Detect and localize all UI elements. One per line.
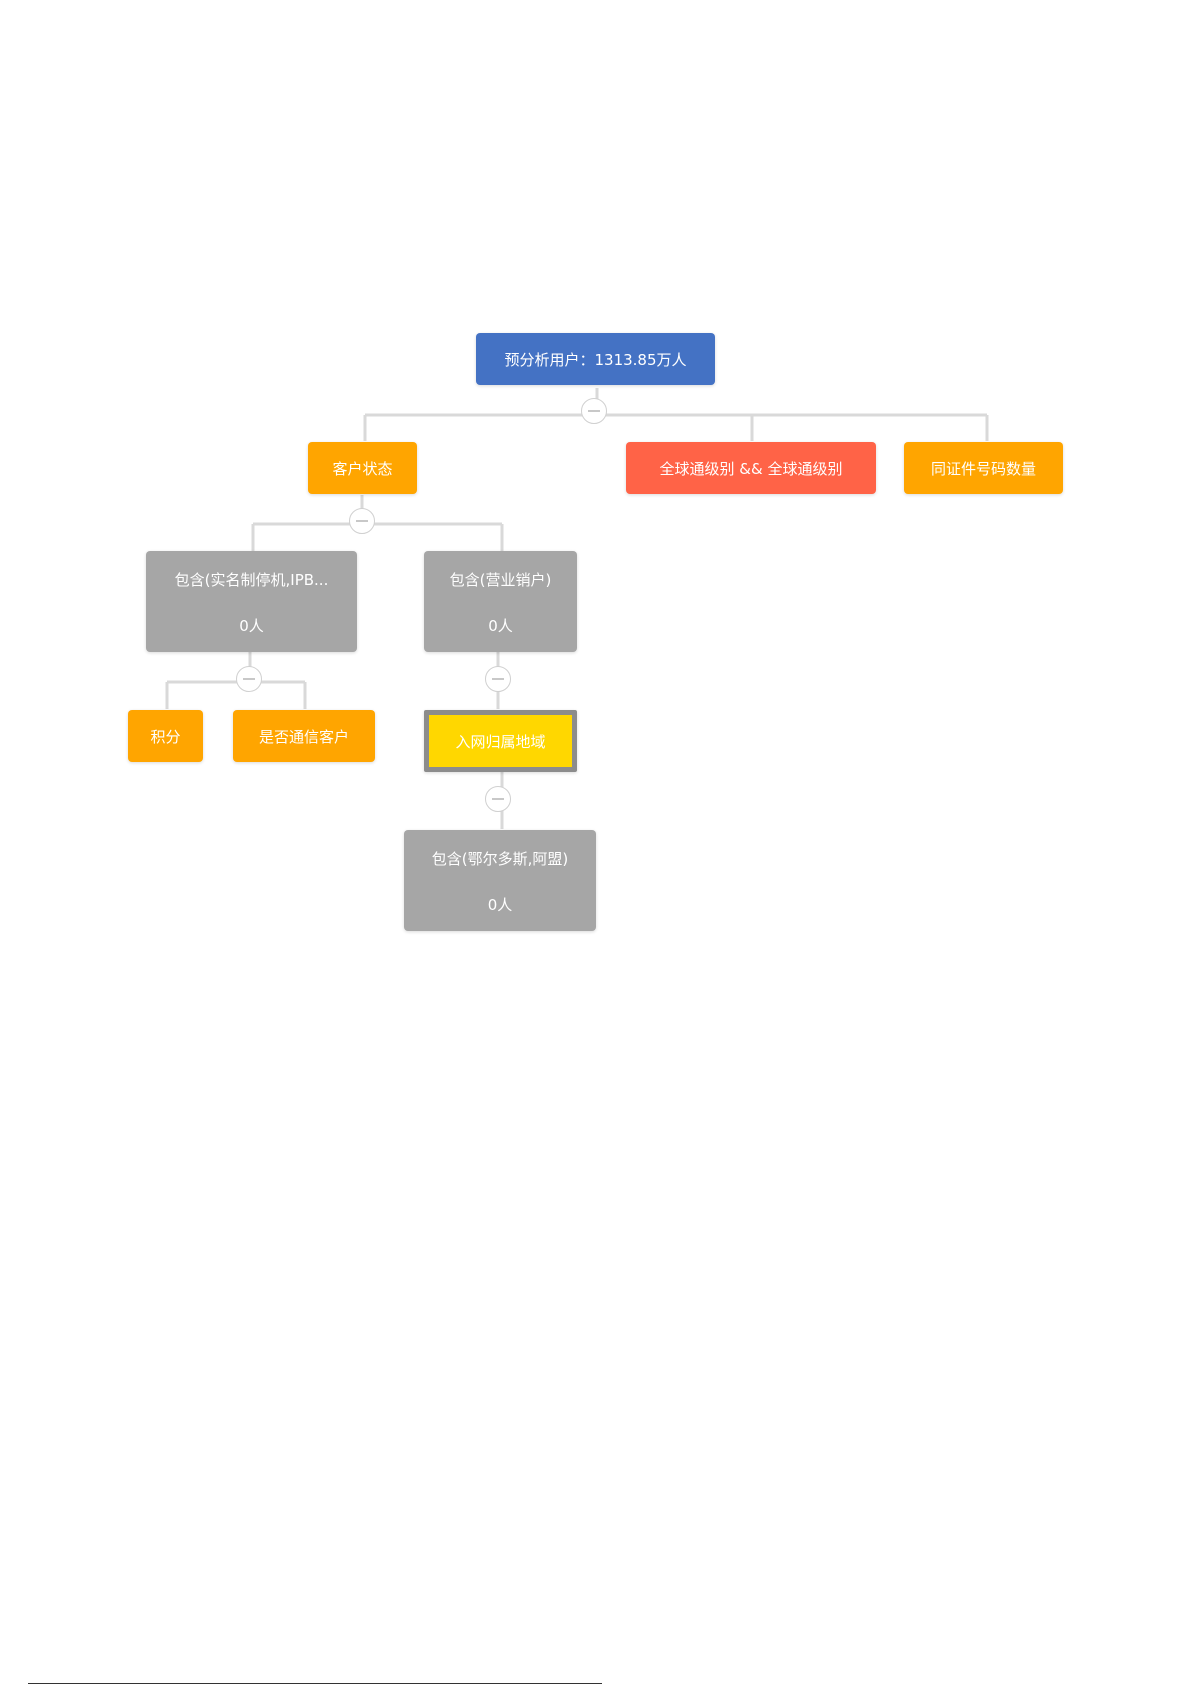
collapse-root-button[interactable] bbox=[581, 398, 607, 424]
node-contains-business-label: 包含(营业销户) bbox=[450, 569, 552, 590]
collapse-network-region-button[interactable] bbox=[485, 786, 511, 812]
minus-circle-icon bbox=[356, 520, 368, 522]
node-network-region-label: 入网归属地域 bbox=[455, 731, 545, 752]
connector-root-children bbox=[365, 388, 987, 441]
collapse-customer-status-button[interactable] bbox=[349, 508, 375, 534]
node-customer-status-label: 客户状态 bbox=[332, 458, 392, 479]
root-node[interactable]: 预分析用户：1313.85万人 bbox=[476, 333, 715, 385]
root-node-label: 预分析用户：1313.85万人 bbox=[504, 349, 686, 370]
collapse-business-button[interactable] bbox=[485, 666, 511, 692]
collapse-realname-button[interactable] bbox=[236, 666, 262, 692]
minus-circle-icon bbox=[243, 678, 255, 680]
node-points[interactable]: 积分 bbox=[128, 710, 203, 762]
node-contains-realname-label: 包含(实名制停机,IPB... bbox=[175, 569, 329, 590]
node-global-level-label: 全球通级别 && 全球通级别 bbox=[660, 458, 843, 479]
node-global-level[interactable]: 全球通级别 && 全球通级别 bbox=[626, 442, 876, 494]
minus-circle-icon bbox=[492, 678, 504, 680]
node-network-region[interactable]: 入网归属地域 bbox=[424, 710, 577, 772]
node-contains-region-label: 包含(鄂尔多斯,阿盟) bbox=[432, 848, 568, 869]
page-footer-rule bbox=[28, 1683, 602, 1684]
connector-status-children bbox=[253, 495, 502, 551]
node-contains-realname-count: 0人 bbox=[239, 615, 264, 636]
node-customer-status[interactable]: 客户状态 bbox=[308, 442, 417, 494]
node-is-telecom-customer[interactable]: 是否通信客户 bbox=[233, 710, 375, 762]
minus-circle-icon bbox=[492, 798, 504, 800]
node-same-id-count[interactable]: 同证件号码数量 bbox=[904, 442, 1063, 494]
node-is-telecom-customer-label: 是否通信客户 bbox=[259, 726, 349, 747]
node-contains-business-count: 0人 bbox=[488, 615, 513, 636]
node-points-label: 积分 bbox=[150, 726, 180, 747]
minus-circle-icon bbox=[588, 410, 600, 412]
node-same-id-count-label: 同证件号码数量 bbox=[931, 458, 1036, 479]
node-contains-business[interactable]: 包含(营业销户) 0人 bbox=[424, 551, 577, 652]
node-contains-realname[interactable]: 包含(实名制停机,IPB... 0人 bbox=[146, 551, 357, 652]
node-contains-region-count: 0人 bbox=[488, 894, 513, 915]
node-contains-region[interactable]: 包含(鄂尔多斯,阿盟) 0人 bbox=[404, 830, 596, 931]
